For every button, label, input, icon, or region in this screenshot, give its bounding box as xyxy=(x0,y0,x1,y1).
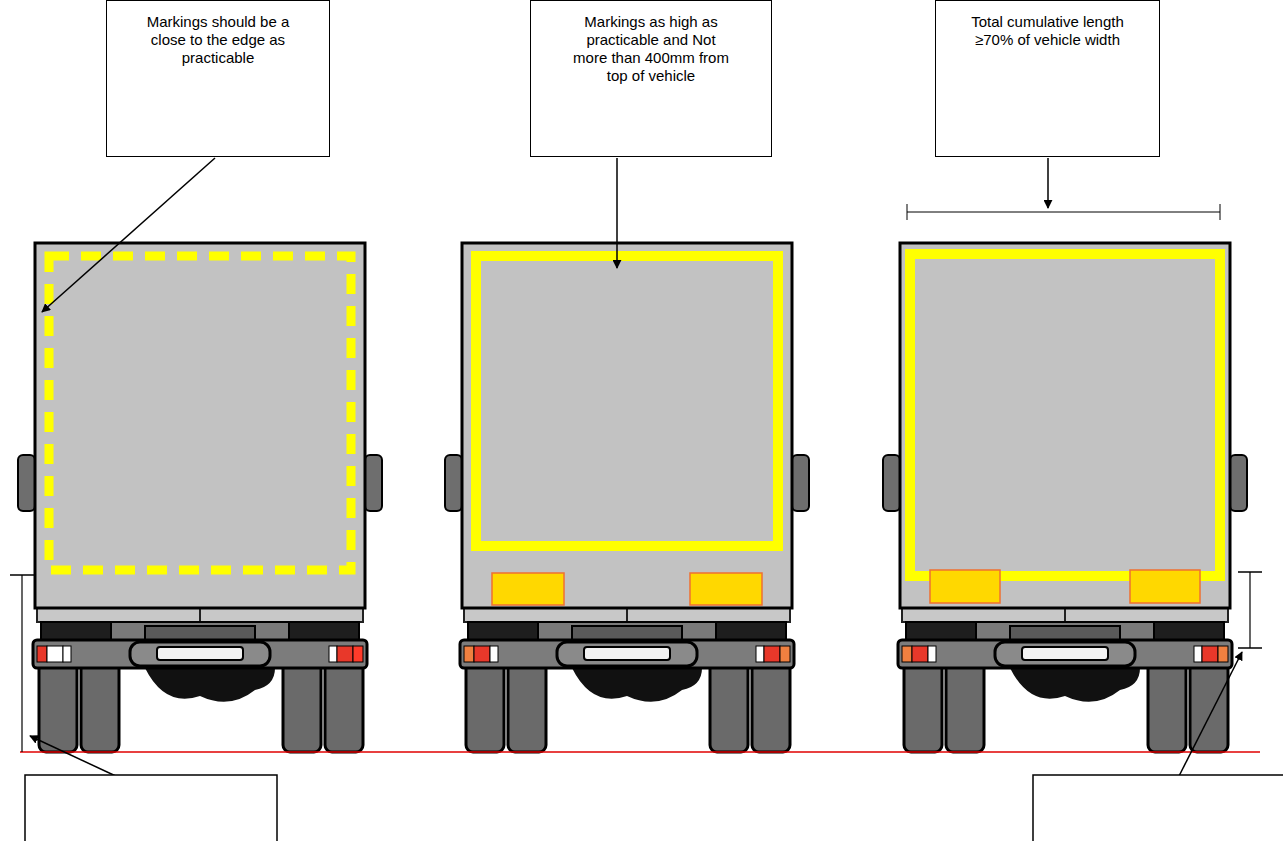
contour-marking xyxy=(476,256,778,546)
rear-lamp xyxy=(47,646,63,662)
bumper xyxy=(460,640,794,668)
dimension-tick xyxy=(10,574,34,576)
rear-lamp xyxy=(353,646,363,662)
truck-rear xyxy=(883,243,1247,752)
leader-line xyxy=(1047,158,1049,208)
rear-marker-plate xyxy=(690,573,762,605)
width-dimension xyxy=(907,212,1220,213)
number-plate xyxy=(1022,647,1108,660)
wheel xyxy=(946,655,984,752)
box-body xyxy=(462,243,792,608)
box-body xyxy=(35,243,365,608)
dashed-marking xyxy=(49,256,351,570)
rear-lamp xyxy=(756,646,764,662)
mirror xyxy=(18,455,35,511)
wheel xyxy=(466,655,504,752)
plate-holder xyxy=(995,642,1135,666)
number-plate xyxy=(584,647,670,660)
rear-lamp xyxy=(764,646,780,662)
rear-marker-plate xyxy=(492,573,564,605)
dimension-tick xyxy=(1238,571,1262,573)
rear-lamp xyxy=(928,646,936,662)
chassis xyxy=(572,626,682,640)
leader-line xyxy=(30,736,120,778)
wheel xyxy=(508,655,546,752)
callout-box: Total cumulative length ≥70% of vehicle … xyxy=(935,0,1160,157)
rear-marker-plate xyxy=(1130,570,1200,603)
dimension-tick xyxy=(1220,204,1221,220)
truck-rear xyxy=(445,243,809,752)
mirror xyxy=(365,455,382,511)
plate-holder xyxy=(557,642,697,666)
truck-rear xyxy=(18,243,382,752)
wheel xyxy=(752,655,790,752)
mirror xyxy=(792,455,809,511)
number-plate xyxy=(157,647,243,660)
wheel xyxy=(710,655,748,752)
rear-lamp xyxy=(1218,646,1228,662)
bumper xyxy=(33,640,367,668)
wheel xyxy=(81,655,119,752)
wheel xyxy=(283,655,321,752)
callout-box: Markings as high as practicable and Not … xyxy=(530,0,772,157)
leader-line xyxy=(616,158,618,268)
leader-line xyxy=(42,158,215,312)
plate-holder xyxy=(130,642,270,666)
callout-box xyxy=(25,775,277,841)
callout-text: Total cumulative length ≥70% of vehicle … xyxy=(965,13,1130,49)
wheel xyxy=(1148,655,1186,752)
rear-frame xyxy=(37,608,363,622)
height-dimension xyxy=(1249,572,1250,648)
box-body xyxy=(900,243,1230,608)
chassis xyxy=(1010,626,1120,640)
rear-lamp xyxy=(912,646,928,662)
rear-marker-plate xyxy=(930,570,1000,603)
callout-text: Markings should be a close to the edge a… xyxy=(136,13,301,67)
ground-line xyxy=(20,751,1260,753)
dimension-tick xyxy=(1238,647,1262,649)
rear-lamp xyxy=(337,646,353,662)
mirror xyxy=(1230,455,1247,511)
rear-lamp xyxy=(329,646,337,662)
axle xyxy=(145,668,275,702)
rear-lamp xyxy=(464,646,474,662)
axle xyxy=(1010,668,1140,702)
dimension-tick xyxy=(907,204,908,220)
rear-lamp xyxy=(490,646,498,662)
chassis xyxy=(145,626,255,640)
rear-lamp xyxy=(37,646,47,662)
wheel xyxy=(325,655,363,752)
callout-box xyxy=(1033,775,1283,841)
rear-lamp xyxy=(63,646,71,662)
wheel xyxy=(39,655,77,752)
rear-lamp xyxy=(1202,646,1218,662)
callout-text: Markings as high as practicable and Not … xyxy=(569,13,734,85)
rear-lamp xyxy=(1194,646,1202,662)
rear-lamp xyxy=(780,646,790,662)
mirror xyxy=(883,455,900,511)
height-dimension xyxy=(21,575,22,752)
bumper xyxy=(898,640,1232,668)
mirror xyxy=(445,455,462,511)
rear-lamp xyxy=(474,646,490,662)
callout-box: Markings should be a close to the edge a… xyxy=(106,0,330,157)
rear-lamp xyxy=(902,646,912,662)
wheel xyxy=(904,655,942,752)
wheel xyxy=(1190,655,1228,752)
rear-frame xyxy=(464,608,790,622)
leader-line xyxy=(1178,652,1242,778)
contour-marking xyxy=(910,254,1220,576)
rear-frame xyxy=(902,608,1228,622)
axle xyxy=(572,668,702,702)
